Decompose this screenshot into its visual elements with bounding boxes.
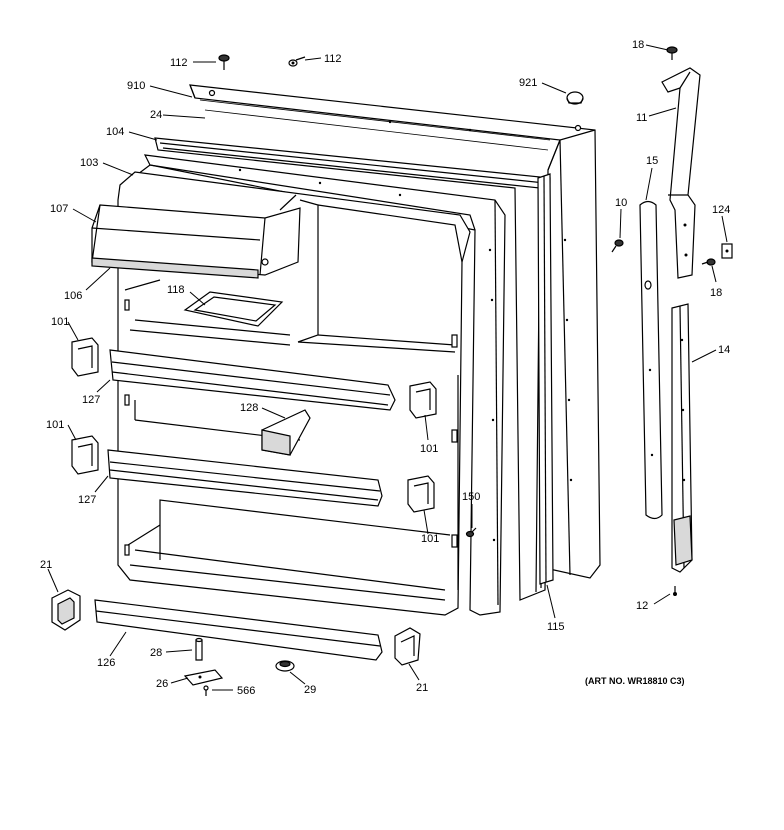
upper-door-shelf	[109, 349, 396, 441]
bracket-26	[183, 669, 224, 686]
label-101-lower-right: 101	[421, 533, 439, 545]
label-127-lower: 127	[78, 494, 96, 506]
screw-18-top	[666, 46, 678, 60]
callout-labels: 112 112 910 921 24 104 103 107 106 118 1…	[40, 39, 730, 697]
screw-12	[673, 586, 677, 596]
label-910: 910	[127, 80, 145, 92]
shelf-divider	[261, 409, 311, 456]
end-cap-right	[394, 627, 421, 666]
breaker-strip-115	[537, 173, 554, 585]
screw-112-right	[288, 56, 306, 67]
bottom-door-bar	[94, 599, 383, 661]
label-24: 24	[150, 109, 162, 121]
label-21-left: 21	[40, 559, 52, 571]
label-112-right: 112	[324, 53, 342, 65]
screw-18-side	[701, 258, 716, 266]
label-103: 103	[80, 157, 98, 169]
label-18-top: 18	[632, 39, 644, 51]
label-28: 28	[150, 647, 162, 659]
screw-150	[465, 527, 477, 538]
label-101-upper-right: 101	[420, 443, 438, 455]
dairy-compartment-door	[91, 194, 301, 279]
label-124: 124	[712, 204, 730, 216]
leader-lines	[47, 44, 728, 691]
handle-channel-14	[671, 303, 693, 573]
label-11: 11	[636, 112, 647, 124]
label-18-side: 18	[710, 287, 722, 299]
cam-28	[195, 637, 203, 661]
door-hinge-11	[661, 67, 701, 279]
label-112-left: 112	[170, 57, 188, 69]
lower-door-shelf	[107, 449, 383, 507]
screw-10	[611, 239, 624, 253]
art-number: (ART NO. WR18810 C3)	[585, 676, 685, 686]
shelf-retainer-left-upper	[71, 337, 99, 377]
label-128: 128	[240, 402, 258, 414]
trim-strip-15	[639, 200, 663, 520]
label-101-lower-left: 101	[46, 419, 64, 431]
door-stop-29	[275, 660, 295, 672]
label-29: 29	[304, 684, 316, 696]
label-921: 921	[519, 77, 537, 89]
label-10: 10	[615, 197, 627, 209]
label-14: 14	[718, 344, 730, 356]
label-118: 118	[167, 284, 185, 296]
label-115: 115	[547, 621, 565, 633]
end-cap-left	[51, 589, 81, 631]
screw-566	[203, 685, 209, 696]
label-150: 150	[462, 491, 480, 503]
label-126: 126	[97, 657, 115, 669]
label-15: 15	[646, 155, 658, 167]
label-12: 12	[636, 600, 648, 612]
butter-tray	[183, 291, 284, 327]
label-101-upper-left: 101	[51, 316, 69, 328]
bracket-124	[721, 243, 733, 259]
label-21-right: 21	[416, 682, 428, 694]
shelf-retainer-left-lower	[71, 435, 99, 475]
label-107: 107	[50, 203, 68, 215]
label-566: 566	[237, 685, 255, 697]
plug-921	[566, 91, 584, 105]
shelf-retainer-right-upper	[409, 381, 437, 419]
label-127-upper: 127	[82, 394, 100, 406]
label-26: 26	[156, 678, 168, 690]
shelf-retainer-right-lower	[407, 475, 435, 513]
screw-112-left	[218, 54, 230, 70]
label-106: 106	[64, 290, 82, 302]
label-104: 104	[106, 126, 124, 138]
